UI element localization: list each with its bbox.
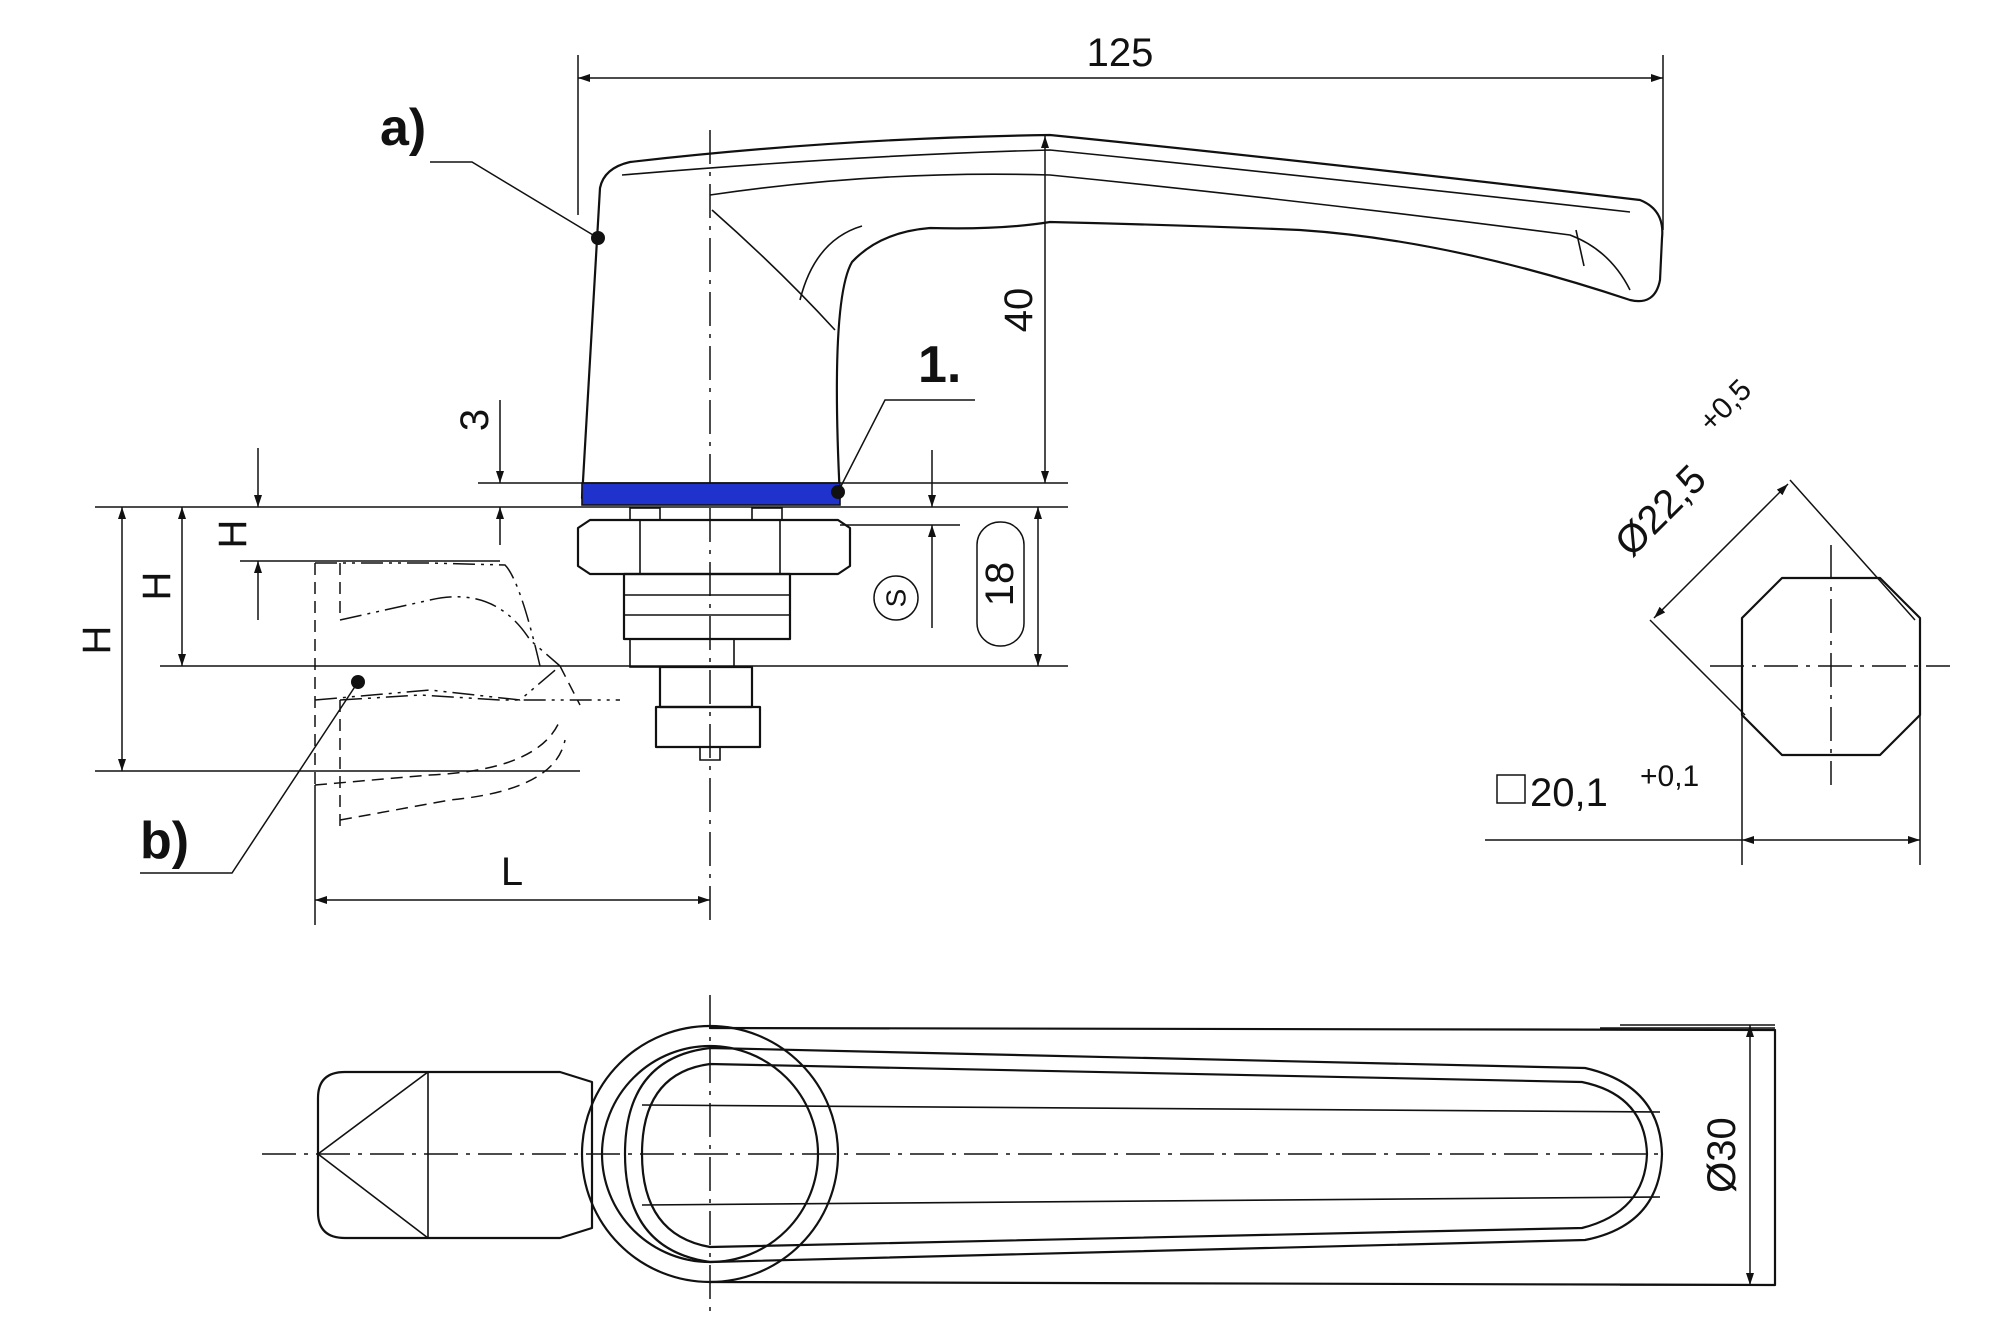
lever-inner-groove [709, 173, 1631, 291]
dim-l-label: L [501, 850, 523, 894]
grip-rib [641, 1104, 1661, 1113]
lever-neck-curve [799, 225, 863, 301]
dim-18-label: 18 [978, 562, 1022, 607]
cam-plate [629, 638, 735, 668]
cam-tab [316, 1070, 594, 1240]
alternate-lever-positions [314, 562, 620, 830]
leader-b-dot [351, 675, 365, 689]
square-detail-view: Ø22,5 +0,5 20,1 +0,1 [1485, 373, 1950, 865]
washer-1 [581, 482, 841, 506]
lever-top-rib [621, 149, 1631, 213]
leader-a-dot [591, 231, 605, 245]
dim-125-label: 125 [1087, 31, 1154, 75]
top-view: Ø30 [262, 995, 1777, 1315]
dim-18-box [976, 521, 1025, 647]
cam-tab-edge [317, 1153, 429, 1239]
dim-h-outer-label: H [75, 626, 119, 655]
side-view: a) 1. b) 125 40 3 S 18 H [75, 31, 1664, 925]
square-symbol [1496, 774, 1526, 804]
stud-tab-left [629, 507, 661, 521]
grip-rib [641, 1196, 1661, 1206]
lever-handle-outline [580, 133, 1664, 500]
dim-h-middle-label: H [135, 572, 179, 601]
stud-tab-right [751, 507, 783, 521]
dim-square-label: 20,1 [1530, 771, 1608, 815]
cam-tab-edge [317, 1071, 429, 1155]
dim-40-label: 40 [997, 288, 1041, 333]
lower-stud [658, 665, 754, 709]
leader-one-dot [831, 485, 845, 499]
lever-neck-line [711, 209, 836, 331]
callout-a: a) [380, 99, 426, 157]
dim-3-label: 3 [453, 409, 497, 431]
dim-diag-label: Ø22,5 [1607, 457, 1715, 565]
wrench-symbol-circle [873, 575, 919, 621]
dim-square-tol: +0,1 [1640, 760, 1699, 793]
leader-b [140, 681, 359, 874]
lever-tip-line [1575, 229, 1585, 267]
leader-one [837, 399, 975, 493]
ext-diag-upper [1789, 479, 1916, 621]
lever-grip-outer [623, 1046, 1664, 1264]
ext-diag-lower [1649, 619, 1746, 716]
callout-one: 1. [918, 336, 961, 394]
dim-line-diag [1653, 483, 1789, 619]
dim-h-small-label: H [211, 520, 255, 549]
lever-grip-inner [640, 1062, 1649, 1249]
square-profile [1740, 576, 1922, 757]
wrench-symbol: S [881, 589, 912, 608]
dim-diag-tol: +0,5 [1693, 373, 1758, 438]
lever-top-outline [708, 1026, 1777, 1287]
callout-b: b) [140, 812, 189, 870]
slot [699, 747, 721, 761]
dim-d30-label: Ø30 [1700, 1117, 1744, 1193]
hex-nut [576, 518, 852, 576]
threaded-stud [622, 572, 792, 641]
bottom-nut [654, 705, 762, 749]
leader-a [430, 161, 599, 239]
